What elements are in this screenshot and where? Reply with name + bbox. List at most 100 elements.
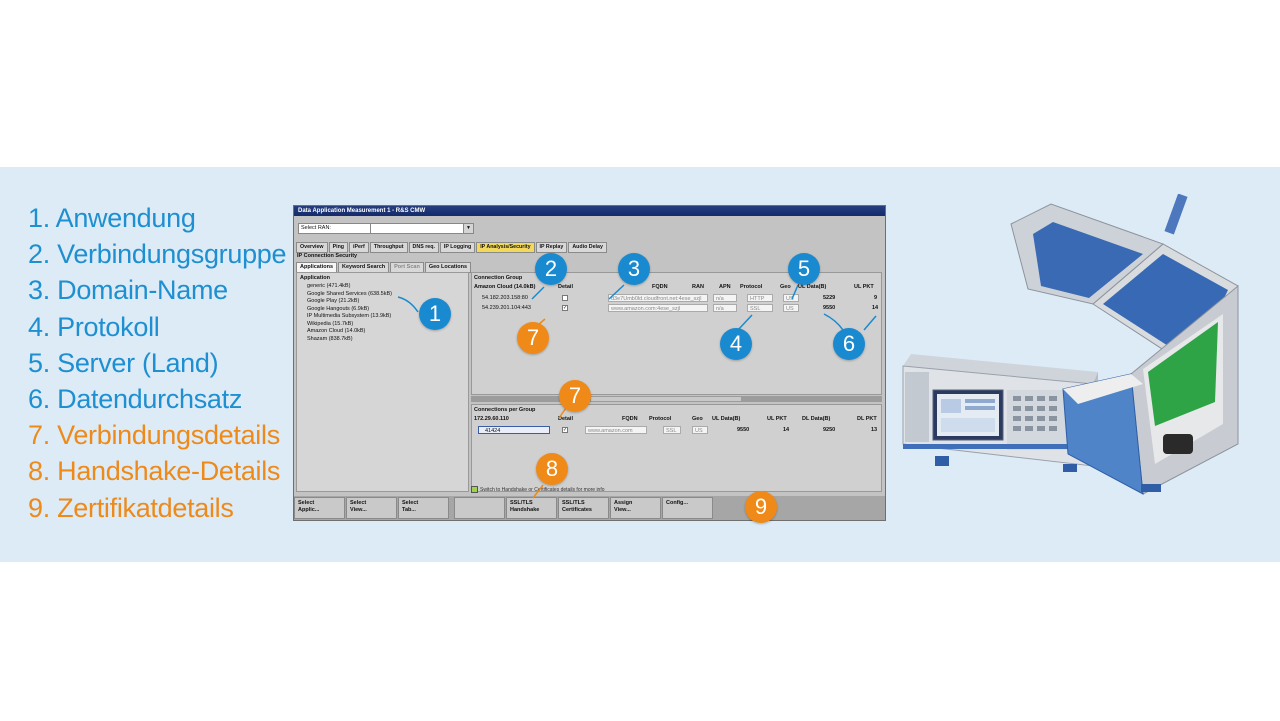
tab-ip-replay[interactable]: IP Replay (535, 242, 568, 253)
tab-iperf[interactable]: iPerf (349, 242, 369, 253)
col-header: Protocol (740, 284, 763, 290)
col-header: Geo (780, 284, 791, 290)
callout-line-3 (608, 284, 625, 300)
col-header: Amazon Cloud (14.0kB) (474, 284, 536, 290)
callout-line-5 (791, 284, 799, 300)
protocol-cell: SSL (663, 426, 681, 434)
fqdn-cell: www.amazon.com:4ese_szjl (608, 304, 708, 312)
softkey-empty[interactable] (454, 497, 505, 519)
legend-item-5: 5. Server (Land) (28, 347, 219, 378)
softkey-bar: Select Applic... Select View... Select T… (294, 496, 885, 520)
col-header: Geo (692, 416, 703, 422)
legend-item-6: 6. Datendurchsatz (28, 384, 243, 415)
geo-cell: US (783, 294, 799, 302)
col-header: DL PKT (857, 416, 877, 422)
scrollbar-thumb[interactable] (591, 397, 741, 401)
applications-header: Application (300, 275, 330, 281)
col-header: UL Data(B) (798, 284, 827, 290)
tab-ip-analysis-security[interactable]: IP Analysis/Security (476, 242, 535, 253)
shielded-box (1010, 194, 1239, 495)
softkey-ssl-tls-handshake[interactable]: SSL/TLS Handshake (506, 497, 557, 519)
ul-data-cell: 5229 (823, 295, 836, 301)
legend-item-9: 9. Zertifikatdetails (28, 492, 234, 523)
protocol-cell: HTTP (747, 294, 773, 302)
col-header: APN (719, 284, 731, 290)
col-header: 172.29.60.110 (474, 416, 509, 422)
callout-line-4 (737, 314, 753, 331)
connection-group-title: Connection Group (474, 275, 523, 281)
callout-badge-7b: 7 (559, 380, 591, 412)
callout-line-8 (532, 484, 544, 499)
tree-item[interactable]: IP Multimedia Subsystem (13.9kB) (307, 313, 392, 319)
chevron-down-icon[interactable]: ▼ (463, 224, 473, 233)
softkey-select-view[interactable]: Select View... (346, 497, 397, 519)
ip-cell[interactable]: 41424 (478, 426, 550, 434)
fqdn-cell: d3e7Umb0ld.cloudfront.net:4ese_szjl (608, 294, 708, 302)
geo-cell: US (692, 426, 708, 434)
status-indicator-icon (471, 486, 478, 493)
legend-item-7: 7. Verbindungsdetails (28, 420, 280, 451)
fqdn-cell: www.amazon.com (585, 426, 647, 434)
callout-badge-4: 4 (720, 328, 752, 360)
legend-item-4: 4. Protokoll (28, 311, 160, 342)
callout-line-1 (397, 296, 419, 313)
tree-item[interactable]: Google Play (21.2kB) (307, 298, 360, 304)
callout-line-6a (823, 313, 844, 331)
tree-item[interactable]: generic (471.4kB) (307, 283, 351, 289)
col-header: FQDN (622, 416, 638, 422)
softkey-config[interactable]: Config... (662, 497, 713, 519)
ul-pkt-cell: 14 (872, 305, 879, 311)
tab-dns-req[interactable]: DNS req. (408, 242, 439, 253)
legend-item-1: 1. Anwendung (28, 203, 196, 233)
col-header: UL Data(B) (712, 416, 741, 422)
softkey-assign-view[interactable]: Assign View... (610, 497, 661, 519)
tab-ip-logging[interactable]: IP Logging (439, 242, 476, 253)
ul-data-cell: 9550 (737, 427, 750, 433)
tab-throughput[interactable]: Throughput (369, 242, 408, 253)
tab-audio-delay[interactable]: Audio Delay (568, 242, 607, 253)
tab-ping[interactable]: Ping (328, 242, 349, 253)
callout-line-6b (863, 315, 877, 331)
callout-badge-6: 6 (833, 328, 865, 360)
legend-list: 1. Anwendung 2. Verbindungsgruppe 3. Dom… (28, 200, 287, 526)
tree-item[interactable]: Shazam (838.7kB) (307, 335, 353, 342)
ran-cell: n/a (713, 304, 737, 312)
table-row[interactable]: 54.239.201.104:443 ✓ www.amazon.com:4ese… (478, 304, 878, 313)
main-tabs: Overview Ping iPerf Throughput DNS req. … (296, 242, 607, 253)
window-title: Data Application Measurement 1 - R&S CMW (294, 206, 885, 216)
callout-line-2 (531, 286, 545, 300)
status-line: Switch to Handshake or Certificates deta… (471, 486, 605, 493)
callout-badge-2: 2 (535, 253, 567, 285)
select-ran-dropdown[interactable]: ▼ (370, 223, 474, 234)
detail-checkbox[interactable]: ✓ (562, 305, 568, 311)
table-row[interactable]: 54.182.203.158:80 d3e7Umb0ld.cloudfront.… (478, 294, 878, 303)
callout-badge-5: 5 (788, 253, 820, 285)
ul-pkt-cell: 14 (783, 427, 790, 433)
callout-badge-7: 7 (517, 322, 549, 354)
detail-checkbox[interactable] (562, 295, 568, 301)
section-title: IP Connection Security (297, 253, 358, 259)
softkey-ssl-tls-certificates[interactable]: SSL/TLS Certificates (558, 497, 609, 519)
ip-cell: 54.182.203.158:80 (482, 295, 528, 301)
ul-pkt-cell: 9 (874, 295, 878, 301)
table-row[interactable]: 41424 ✓ www.amazon.com SSL US 9550 14 92… (478, 426, 878, 435)
legend-item-3: 3. Domain-Name (28, 275, 228, 306)
callout-badge-1: 1 (419, 298, 451, 330)
tree-item[interactable]: Google Shared Services (638.5kB) (307, 290, 392, 297)
legend-item-2: 2. Verbindungsgruppe (28, 239, 287, 270)
detail-checkbox[interactable]: ✓ (562, 427, 568, 433)
ul-data-cell: 9550 (823, 305, 836, 311)
horizontal-scrollbar[interactable] (471, 396, 882, 402)
test-instrument-illustration (902, 194, 1239, 495)
tab-overview[interactable]: Overview (296, 242, 328, 253)
tree-item[interactable]: Wikipedia (15.7kB) (307, 320, 354, 327)
ran-cell: n/a (713, 294, 737, 302)
legend-item-8: 8. Handshake-Details (28, 456, 281, 487)
tree-item[interactable]: Google Hangouts (6.9kB) (307, 305, 370, 312)
softkey-select-application[interactable]: Select Applic... (294, 497, 345, 519)
protocol-cell: SSL (747, 304, 773, 312)
tree-item[interactable]: Amazon Cloud (14.0kB) (307, 328, 366, 334)
dl-data-cell: 9250 (823, 427, 836, 433)
col-header: UL PKT (767, 416, 787, 422)
softkey-select-tab[interactable]: Select Tab... (398, 497, 449, 519)
